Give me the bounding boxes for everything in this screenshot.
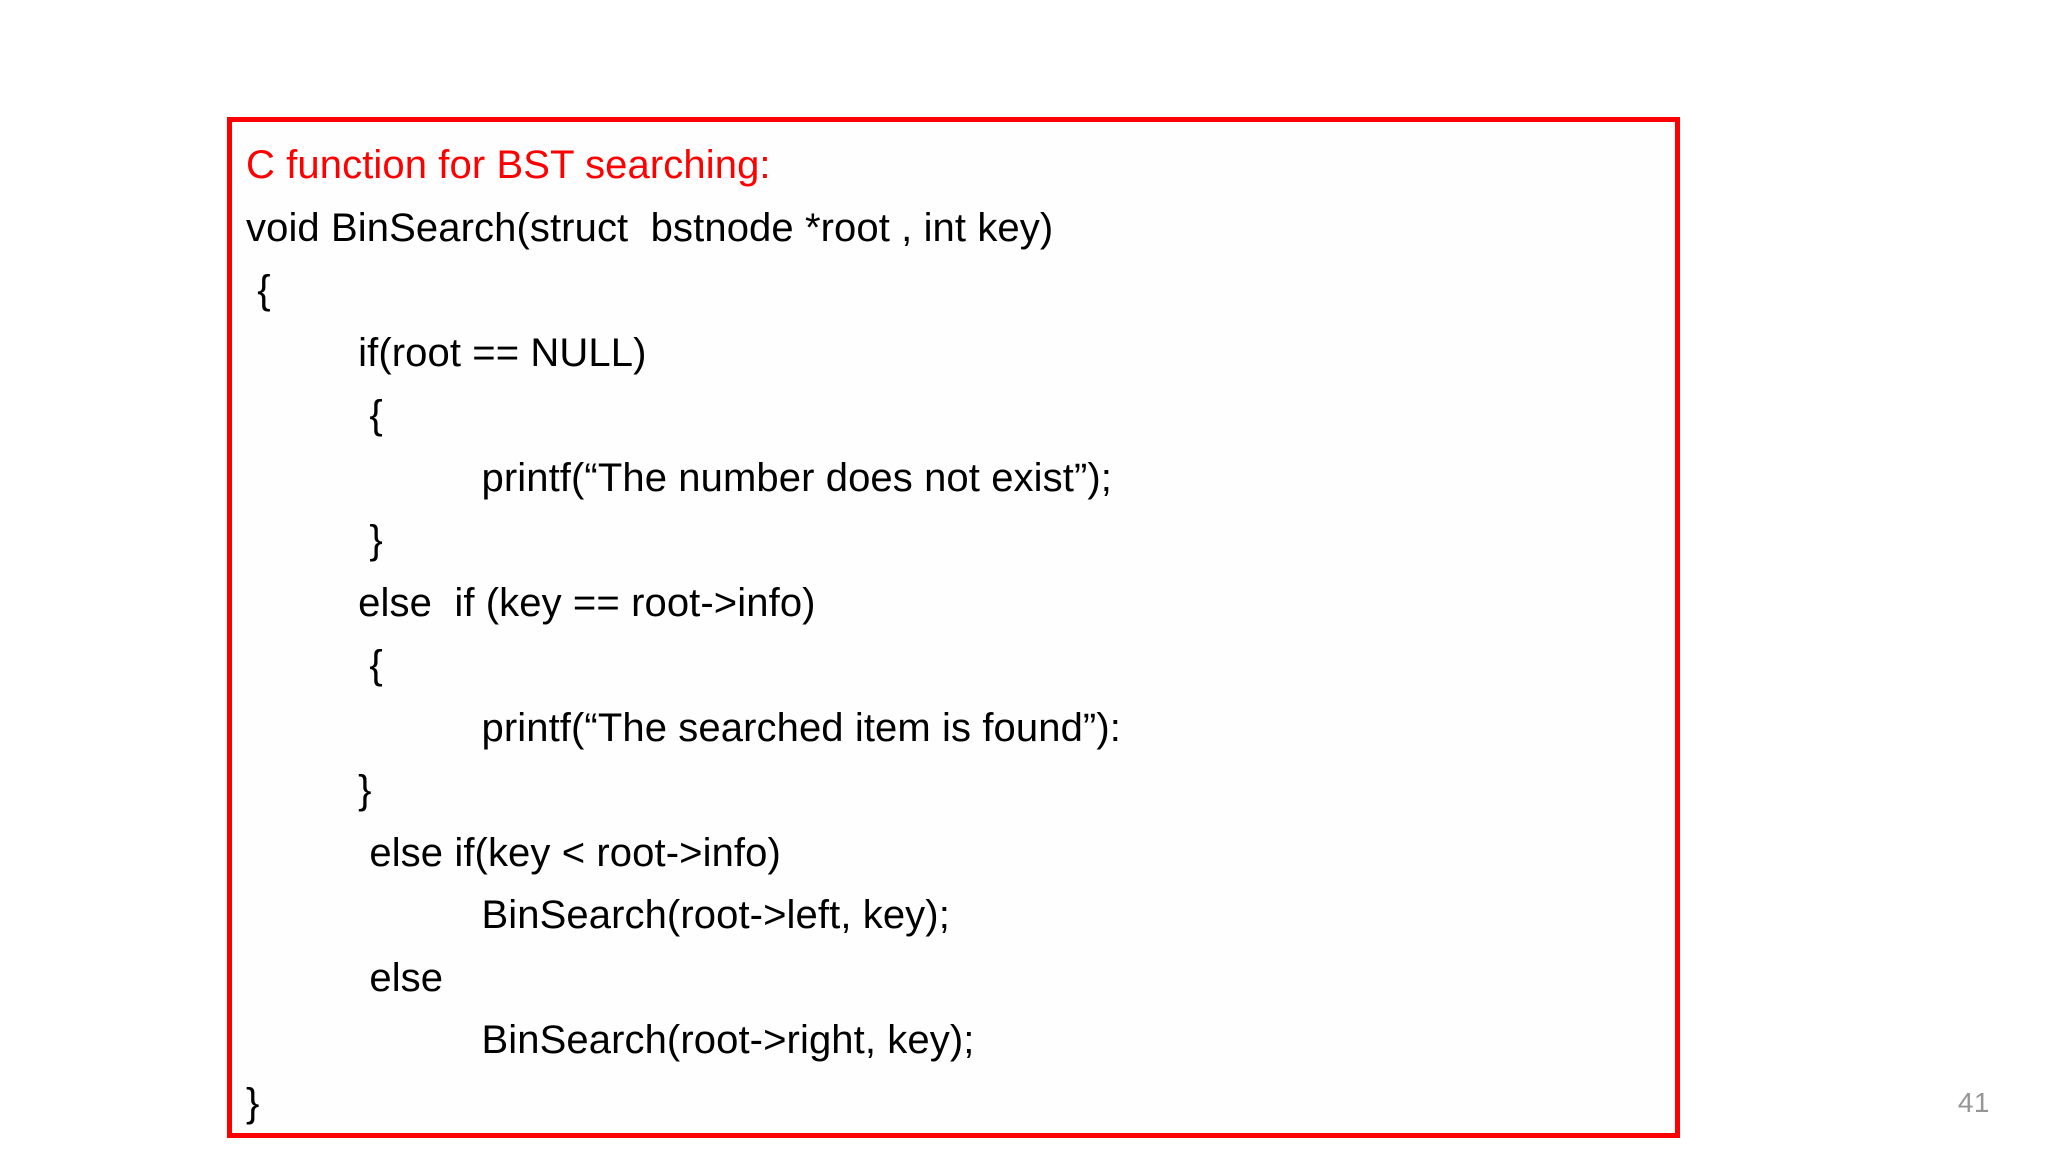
code-line-open-brace-if: { — [246, 393, 383, 437]
code-line-open-brace-else-if: { — [246, 643, 383, 687]
code-line-close-brace-function: } — [246, 1080, 260, 1125]
code-line-close-brace-if: } — [246, 518, 383, 562]
code-line-close-brace-else-if: } — [246, 768, 372, 812]
code-listing: C function for BST searching: void BinSe… — [246, 134, 1667, 1129]
code-line-else-if-equal: else if (key == root->info) — [246, 580, 816, 625]
code-line-if-root-null: if(root == NULL) — [246, 330, 647, 375]
code-line-else-if-less-than: else if(key < root->info) — [246, 830, 781, 875]
code-line-function-signature: void BinSearch(struct bstnode *root , in… — [246, 205, 1054, 250]
code-line-printf-not-exist: printf(“The number does not exist”); — [246, 455, 1112, 500]
code-line-open-brace-function: { — [246, 268, 271, 312]
code-line-recursive-left: BinSearch(root->left, key); — [246, 893, 950, 937]
code-line-recursive-right: BinSearch(root->right, key); — [246, 1018, 975, 1062]
code-line-else: else — [246, 955, 444, 1000]
page-number: 41 — [1957, 1087, 1990, 1118]
code-block-container: C function for BST searching: void BinSe… — [227, 117, 1680, 1138]
code-line-printf-found: printf(“The searched item is found”): — [246, 705, 1121, 750]
code-line-title: C function for BST searching: — [246, 143, 771, 187]
